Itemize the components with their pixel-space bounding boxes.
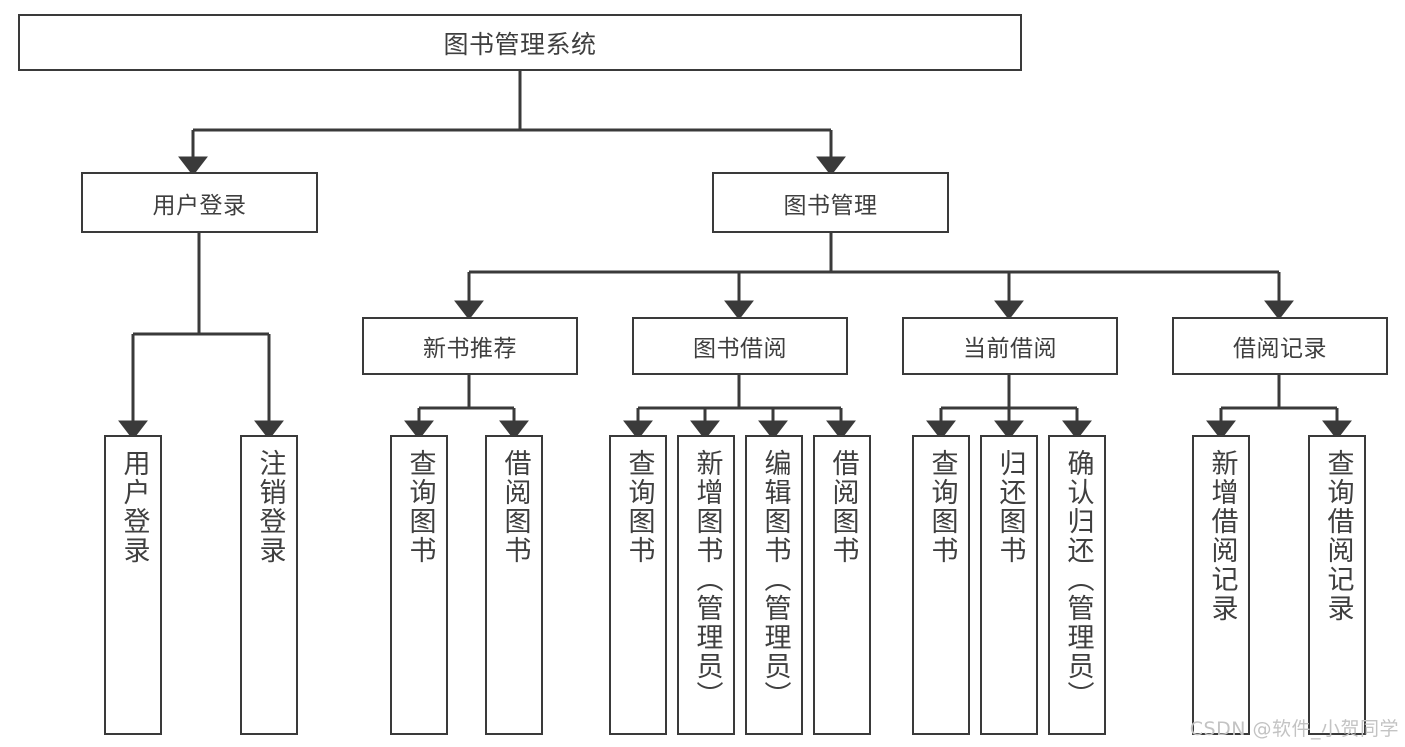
leaf-label: 确认归还（管理员） (1062, 449, 1094, 710)
leaf-label: 用户登录 (118, 449, 150, 565)
node-current-borrow[interactable]: 当前借阅 (902, 317, 1118, 375)
leaf-label: 归还图书 (994, 449, 1026, 565)
node-borrow-record-label: 借阅记录 (1233, 336, 1327, 362)
leaf-user-login-login[interactable]: 用户登录 (104, 435, 162, 735)
leaf-label: 查询图书 (404, 449, 436, 565)
leaf-borrow-record-add-record[interactable]: 新增借阅记录 (1192, 435, 1250, 735)
leaf-book-borrow-query-book[interactable]: 查询图书 (609, 435, 667, 735)
leaf-label: 借阅图书 (499, 449, 531, 565)
node-root[interactable]: 图书管理系统 (18, 14, 1022, 71)
watermark: CSDN @软件_小贺同学 (1189, 718, 1399, 740)
leaf-user-login-logout[interactable]: 注销登录 (240, 435, 298, 735)
leaf-new-book-borrow-book[interactable]: 借阅图书 (485, 435, 543, 735)
node-current-borrow-label: 当前借阅 (963, 336, 1057, 362)
leaf-book-borrow-add-book[interactable]: 新增图书（管理员） (677, 435, 735, 735)
node-book-borrow-label: 图书借阅 (693, 336, 787, 362)
node-book-borrow[interactable]: 图书借阅 (632, 317, 848, 375)
leaf-current-borrow-query-book[interactable]: 查询图书 (912, 435, 970, 735)
node-user-login-label: 用户登录 (152, 192, 247, 219)
leaf-label: 借阅图书 (827, 449, 859, 565)
node-new-book-recommend-label: 新书推荐 (423, 336, 517, 362)
leaf-borrow-record-query-record[interactable]: 查询借阅记录 (1308, 435, 1366, 735)
leaf-label: 新增图书（管理员） (691, 449, 723, 710)
leaf-label: 查询图书 (623, 449, 655, 565)
leaf-label: 查询借阅记录 (1322, 449, 1354, 623)
node-root-label: 图书管理系统 (443, 29, 597, 59)
leaf-label: 新增借阅记录 (1206, 449, 1238, 623)
leaf-new-book-query-book[interactable]: 查询图书 (390, 435, 448, 735)
node-borrow-record[interactable]: 借阅记录 (1172, 317, 1388, 375)
leaf-current-borrow-confirm-return[interactable]: 确认归还（管理员） (1048, 435, 1106, 735)
leaf-book-borrow-borrow-book[interactable]: 借阅图书 (813, 435, 871, 735)
leaf-label: 编辑图书（管理员） (759, 449, 791, 710)
leaf-current-borrow-return-book[interactable]: 归还图书 (980, 435, 1038, 735)
node-user-login[interactable]: 用户登录 (81, 172, 318, 233)
leaf-label: 注销登录 (254, 449, 286, 565)
leaf-label: 查询图书 (926, 449, 958, 565)
leaf-book-borrow-edit-book[interactable]: 编辑图书（管理员） (745, 435, 803, 735)
node-new-book-recommend[interactable]: 新书推荐 (362, 317, 578, 375)
node-book-management-label: 图书管理 (783, 192, 878, 219)
node-book-management[interactable]: 图书管理 (712, 172, 949, 233)
